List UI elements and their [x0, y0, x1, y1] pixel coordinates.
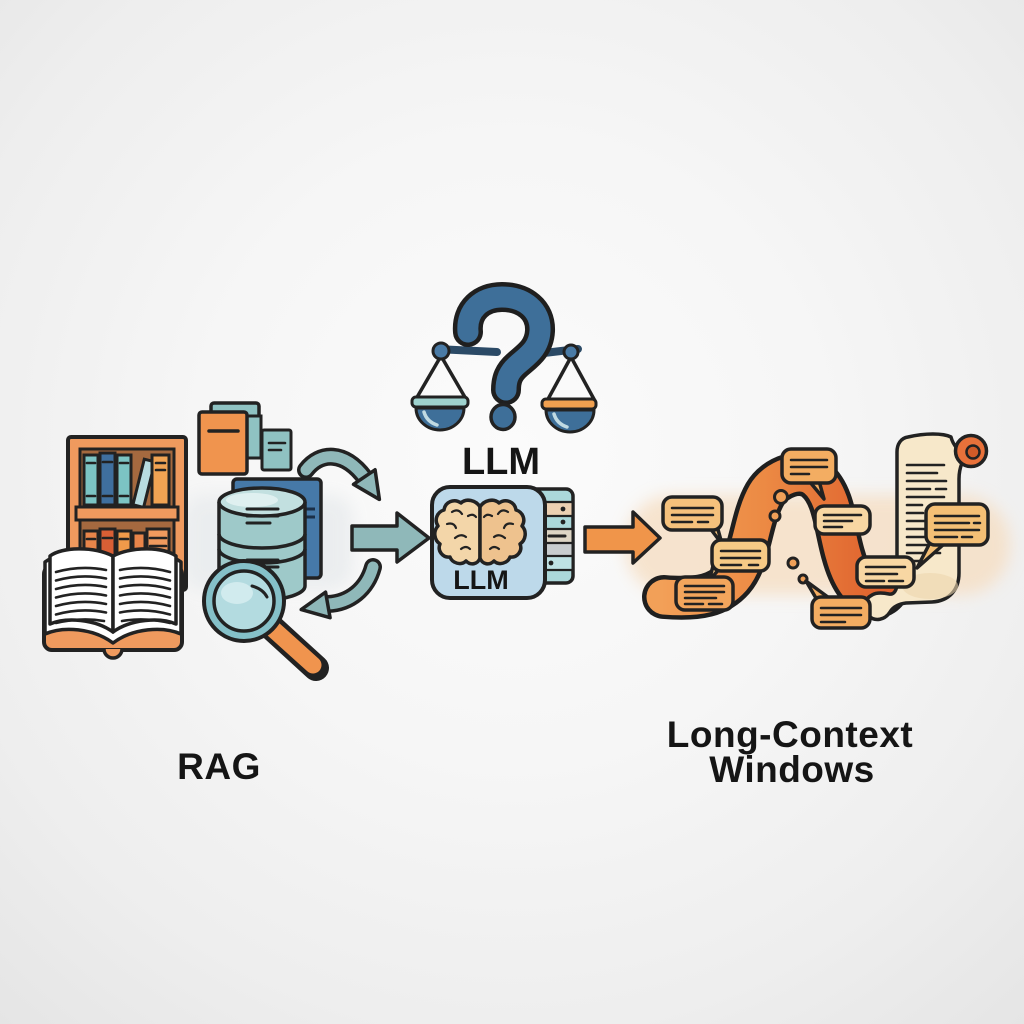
- long-context-label-line2: Windows: [709, 749, 875, 790]
- rag-section: [42, 401, 329, 681]
- chat-bubble-icon: [915, 502, 990, 570]
- thought-dots-icon: [768, 489, 809, 585]
- chat-bubble-icon: [707, 538, 771, 583]
- long-context-label-line1: Long-Context: [667, 714, 913, 755]
- llm-chip-icon: LLM: [430, 485, 547, 600]
- magnifier-icon: [202, 559, 329, 681]
- rag-label: RAG: [177, 746, 261, 787]
- retrieve-cycle-back-arrow: [299, 558, 382, 620]
- chat-bubble-icon: [674, 575, 735, 612]
- balance-scale-icon: [410, 341, 598, 434]
- open-book-icon: [42, 547, 184, 660]
- to-long-context-arrow: [583, 510, 662, 565]
- retrieve-cycle-up-arrow: [297, 447, 382, 502]
- book-text-lines: [54, 566, 172, 625]
- chat-bubble-icon: [813, 504, 872, 536]
- chip-llm-label: LLM: [453, 565, 508, 595]
- question-mark-icon: [452, 281, 555, 432]
- database-icon: [217, 477, 323, 602]
- scale-llm-label: LLM: [462, 441, 540, 483]
- chat-bubble-icon: [855, 555, 916, 589]
- document-stack-icon: [197, 401, 293, 476]
- chat-bubbles-icon: [661, 447, 990, 630]
- brain-icon: [433, 498, 527, 566]
- chat-bubble-icon: [661, 495, 724, 546]
- chat-bubble-icon: [804, 579, 872, 630]
- chat-bubble-icon: [780, 447, 838, 501]
- retrieve-forward-arrow: [350, 511, 431, 564]
